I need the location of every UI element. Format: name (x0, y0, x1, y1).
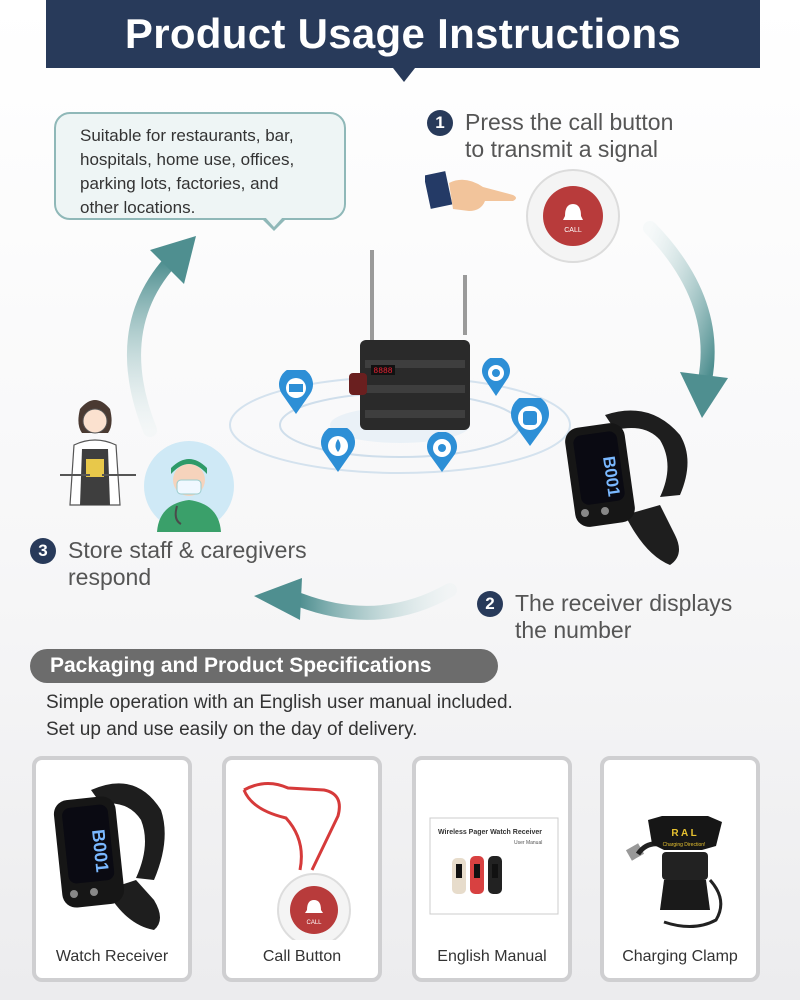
arrow-left-head (150, 236, 196, 284)
call-button-device: CALL (526, 169, 620, 263)
step-line: the number (515, 617, 632, 643)
svg-text:8888: 8888 (373, 367, 392, 376)
manual-icon: Wireless Pager Watch Receiver User Manua… (429, 817, 559, 915)
waitress-illustration (60, 400, 136, 506)
watch-receiver-device: B001 (565, 410, 688, 565)
step-line: The receiver displays (515, 590, 733, 616)
product-label: English Manual (437, 948, 547, 965)
receiver-hub: 8888 (229, 250, 571, 474)
bubble-line: other locations. (80, 198, 196, 217)
step-line: to transmit a signal (465, 136, 659, 162)
watch-screen-text: B001 (88, 828, 112, 873)
bubble-line: Suitable for restaurants, bar, (80, 126, 294, 145)
charging-clamp-icon: R A L Charging Direction! (625, 816, 723, 928)
clamp-logo: R A L (671, 828, 696, 839)
bubble-tail (262, 217, 286, 231)
arrow-bottom (293, 583, 457, 620)
manual-subtitle: User Manual (514, 840, 542, 846)
product-label: Call Button (262, 948, 342, 965)
location-pin-icon (279, 370, 313, 414)
page-title: Product Usage Instructions (46, 0, 760, 68)
product-card-english-manual: Wireless Pager Watch Receiver User Manua… (412, 756, 572, 982)
arrow-right-head (680, 372, 728, 418)
step-text: Press the call button to transmit a sign… (465, 109, 673, 163)
product-card-call-button: CALL Call Button (222, 756, 382, 982)
location-pin-icon (427, 432, 457, 472)
step-number: 3 (30, 538, 56, 564)
call-button-text: CALL (306, 920, 322, 926)
product-label: Watch Receiver (55, 948, 169, 965)
locations-bubble: Suitable for restaurants, bar, hospitals… (54, 112, 346, 220)
location-pin-icon (511, 398, 549, 446)
call-button-text: CALL (564, 227, 582, 234)
product-label: Charging Clamp (622, 948, 738, 965)
clamp-caption: Charging Direction! (663, 842, 706, 848)
bubble-line: parking lots, factories, and (80, 174, 279, 193)
step-text: The receiver displays the number (515, 590, 732, 644)
location-pin-icon (482, 358, 510, 396)
step-text: Store staff & caregivers respond (68, 537, 307, 591)
step-1: 1 Press the call button to transmit a si… (427, 109, 673, 163)
specs-heading: Packaging and Product Specifications (30, 649, 498, 683)
product-card-charging-clamp: R A L Charging Direction! Charging Clamp (600, 756, 760, 982)
specs-line: Simple operation with an English user ma… (46, 692, 513, 713)
step-line: respond (68, 564, 152, 590)
step-number: 2 (477, 591, 503, 617)
specs-line: Set up and use easily on the day of deli… (46, 719, 418, 740)
manual-title: Wireless Pager Watch Receiver (438, 829, 542, 836)
step-2: 2 The receiver displays the number (477, 590, 732, 644)
step-3: 3 Store staff & caregivers respond (30, 537, 307, 591)
call-button-icon: CALL (242, 782, 351, 940)
arrow-left (127, 255, 177, 437)
pointing-hand-icon (425, 171, 516, 211)
step-line: Store staff & caregivers (68, 537, 307, 563)
banner-notch (393, 68, 415, 82)
arrow-right (643, 221, 715, 387)
step-number: 1 (427, 110, 453, 136)
watch-receiver-icon: B001 (53, 783, 165, 930)
location-pin-icon (321, 428, 355, 472)
caregiver-avatar (144, 441, 234, 532)
arrow-bottom-head (254, 578, 302, 620)
specs-description: Simple operation with an English user ma… (46, 689, 513, 743)
cycle-arrows (127, 221, 728, 620)
product-card-watch-receiver: B001 Watch Receiver (32, 756, 192, 982)
step-line: Press the call button (465, 109, 674, 135)
bubble-line: hospitals, home use, offices, (80, 150, 295, 169)
